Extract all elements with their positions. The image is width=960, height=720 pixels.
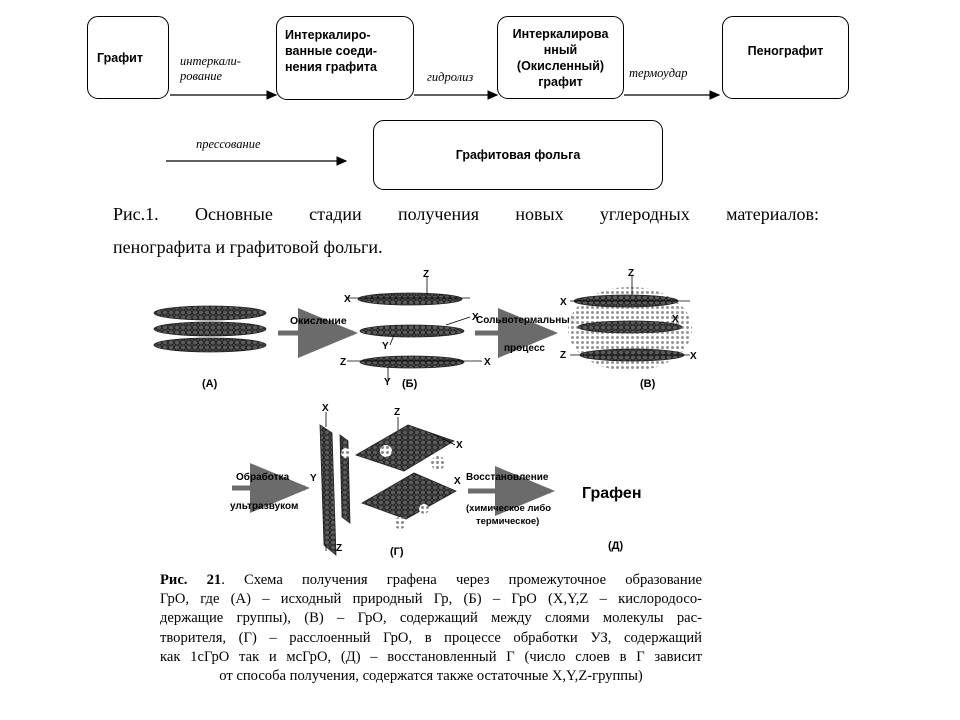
label-reduction-note-2: термическое): [476, 516, 539, 527]
figure-1-caption-line-2: пенографита и графитовой фольги.: [113, 237, 383, 257]
figure-21-caption-line-1: Рис. 21. Схема получения графена через п…: [160, 571, 702, 590]
label-ultrasound-1: Обработка: [236, 471, 290, 483]
box-graphite-foil: Графитовая фольга: [373, 120, 663, 190]
box-intercalated-compounds-line-3: нения графита: [285, 60, 377, 74]
label-reduction: Восстановление: [466, 472, 549, 483]
figure-21-caption-line-2: ГрО, где (А) – исходный природный Гр, (Б…: [160, 591, 702, 608]
figure-21-caption-line-3: держащие группы), (В) – ГрО, содержащий …: [160, 610, 702, 627]
label-reduction-note-1: (химическое либо: [466, 503, 551, 514]
axis-label-g-z-top: Z: [394, 407, 400, 418]
axis-label-v-x-mid: X: [672, 314, 679, 325]
axis-label-v-x-top: X: [560, 297, 567, 308]
box-graphite: Графит: [87, 16, 169, 99]
label-graphene: Графен: [582, 485, 641, 502]
figure-21-caption: Рис. 21. Схема получения графена через п…: [160, 571, 702, 686]
label-oxidation: Окисление: [290, 315, 347, 327]
axis-label-b-x-bottom: X: [484, 357, 491, 368]
box-foam-graphite: Пенографит: [722, 16, 849, 99]
figure-1-caption: Рис.1. Основные стадии получения новых у…: [113, 198, 819, 264]
panel-a-graphite-layers: [153, 305, 267, 353]
axis-label-b-z-bottom: Z: [340, 357, 346, 368]
axis-label-g-x-right: X: [456, 440, 463, 451]
figure-21-caption-line-1-text: . Схема получения графена через промежут…: [221, 572, 702, 588]
box-foam-graphite-label: Пенографит: [747, 44, 824, 58]
panel-v-solvent-intercalated: [568, 275, 692, 371]
axis-label-g-z-bottom: Z: [336, 543, 342, 554]
axis-label-b-y-bottom: Y: [384, 377, 391, 388]
box-graphite-foil-label: Графитовая фольга: [455, 148, 581, 162]
panel-label-d: (Д): [608, 540, 623, 552]
axis-label-g-x-lower: X: [454, 476, 461, 487]
box-intercalated-compounds-line-2: ванные соеди-: [285, 44, 377, 58]
box-oxidized-line-3: (Окисленный): [516, 58, 605, 73]
figure-21-caption-prefix: Рис. 21: [160, 572, 222, 588]
box-oxidized-line-2: нный: [543, 42, 578, 57]
axis-label-g-x-top: X: [322, 403, 329, 414]
box-oxidized-line-1: Интеркалирова: [512, 26, 609, 41]
box-oxidized-line-4: графит: [538, 74, 583, 89]
axis-label-b-y-mid: Y: [382, 341, 389, 352]
box-graphite-label: Графит: [97, 50, 143, 65]
axis-label-v-x-bottom: X: [690, 351, 697, 362]
panel-label-g: (Г): [390, 546, 404, 558]
label-thermal-shock: термоудар: [629, 66, 688, 80]
panel-g-exfoliated-graphite-oxide: [319, 412, 457, 556]
axis-label-g-y: Y: [310, 473, 317, 484]
panel-b-graphite-oxide: [347, 277, 482, 380]
box-intercalated-compounds-line-1: Интеркалиро-: [285, 28, 371, 42]
flowchart-connectors: [166, 90, 721, 166]
axis-label-b-x-top: X: [344, 294, 351, 305]
panel-label-b: (Б): [402, 378, 418, 390]
panel-label-v: (В): [640, 378, 656, 390]
axis-label-b-z-top: Z: [423, 269, 429, 280]
panel-label-a: (А): [202, 378, 218, 390]
figure-21-caption-line-4: творителя, (Г) – расслоенный ГрО, в проц…: [160, 629, 702, 646]
axis-label-v-z-bottom: Z: [560, 350, 566, 361]
label-intercalation: интеркали- рование: [180, 54, 241, 84]
figure-21-caption-line-6: от способа получения, содержатся также о…: [219, 668, 643, 685]
box-intercalated-oxidized-graphite: Интеркалирова нный (Окисленный) графит: [497, 16, 624, 99]
figure-1-caption-line-1: Рис.1. Основные стадии получения новых у…: [113, 204, 819, 224]
label-intercalation-line-1: интеркали-: [180, 54, 241, 68]
graphene-scheme-figure: (А) Окисление X Z X Y Z X Y (Б) Сольвоте…: [153, 268, 697, 558]
label-solvothermal-1: Сольвотермальный: [476, 315, 576, 326]
label-intercalation-line-2: рование: [180, 69, 223, 83]
label-ultrasound-2: ультразвуком: [230, 501, 298, 512]
axis-label-b-x-mid: X: [472, 312, 479, 323]
axis-label-v-z-top: Z: [628, 268, 634, 279]
label-pressing: прессование: [196, 137, 261, 151]
box-intercalated-compounds: Интеркалиро- ванные соеди- нения графита: [276, 16, 414, 100]
label-hydrolysis: гидролиз: [427, 70, 474, 84]
figure-21-caption-line-5: как 1сГрО так и мсГрО, (Д) – восстановле…: [160, 648, 702, 665]
label-solvothermal-2: процесс: [504, 343, 545, 354]
